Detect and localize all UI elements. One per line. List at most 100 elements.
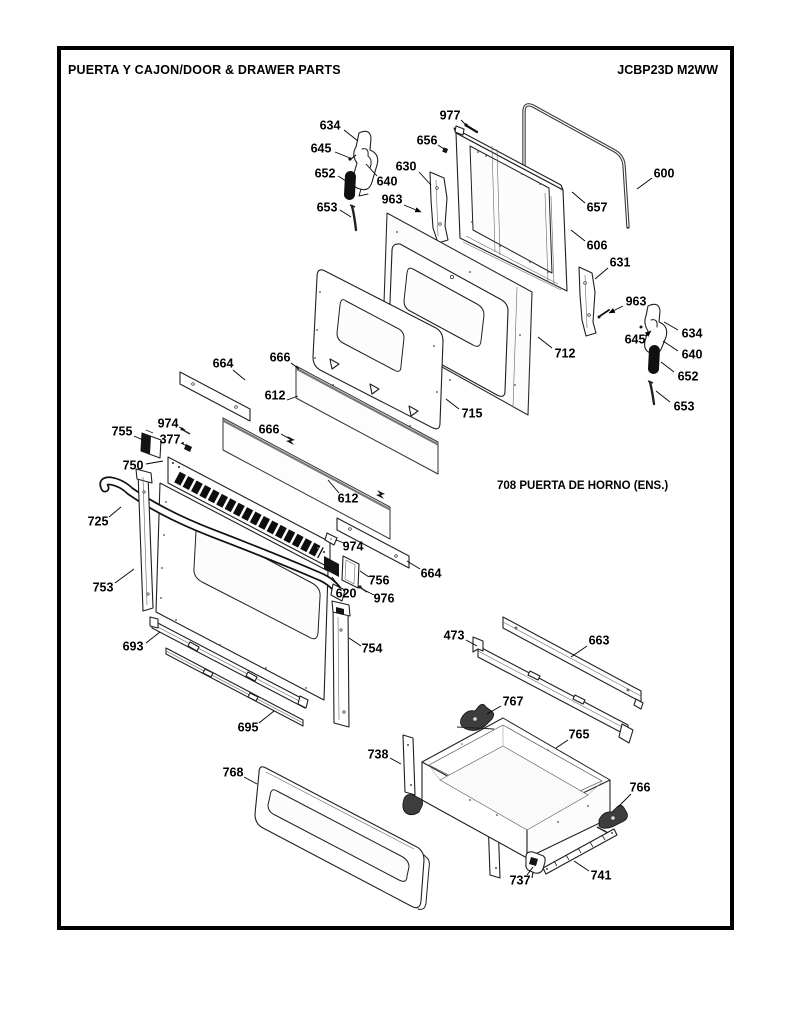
leader-line-715-20 [445,398,460,410]
part-label-666: 666 [270,350,291,364]
door-glass-612-lower-drawing [222,417,391,540]
drawer-rail-741-drawing [542,828,618,875]
part-label-634: 634 [682,326,703,340]
drawer-box-765-drawing [421,717,611,859]
leader-line-663-41 [570,645,588,658]
assembly-note: 708 PUERTA DE HORNO (ENS.) [497,480,669,492]
leader-line-737-47 [526,866,534,876]
leader-line-754-38 [348,637,362,647]
leader-line-695-39 [258,710,275,724]
leader-line-640-4 [365,163,378,177]
leader-line-741-48 [573,860,590,872]
leader-line-693-37 [145,631,161,644]
part-label-695: 695 [238,720,259,734]
bracket-974-right-drawing [324,532,338,546]
part-label-612: 612 [338,491,359,505]
part-label-657: 657 [587,200,608,214]
clamp-737-drawing [525,851,546,879]
part-label-653: 653 [674,399,695,413]
clamp-767-drawing [456,703,495,731]
door-glass-612-upper-drawing [295,365,439,475]
part-label-634: 634 [320,118,341,132]
screw-976-drawing [358,585,368,593]
hinge-arm-631-drawing [578,266,597,337]
leader-line-656-7 [437,144,445,150]
leader-line-712-19 [537,336,553,349]
part-label-767: 767 [503,694,524,708]
part-label-630: 630 [396,159,417,173]
part-label-640: 640 [377,174,398,188]
leader-line-606-11 [570,229,586,242]
leader-line-976-36 [365,590,375,596]
leader-line-974-26 [178,426,186,431]
leader-line-755-25 [133,435,144,441]
part-label-753: 753 [93,580,114,594]
part-label-737: 737 [510,873,531,887]
diagram-border [57,46,734,930]
part-label-963: 963 [382,192,403,206]
part-label-741: 741 [591,868,612,882]
part-label-473: 473 [444,628,465,642]
part-label-974: 974 [158,416,179,430]
leader-line-725-29 [108,506,122,518]
drawer-rail-473-drawing [472,636,634,744]
leader-line-657-10 [571,191,586,204]
drawer-front-768-drawing [254,766,430,910]
part-label-631: 631 [610,255,631,269]
leader-line-738-44 [389,757,402,765]
part-label-766: 766 [630,780,651,794]
leader-line-653-3 [339,209,352,218]
leader-line-377-27 [180,442,188,447]
bracket-755-drawing [140,429,162,459]
part-label-693: 693 [123,639,144,653]
leader-line-767-42 [486,705,502,715]
part-label-750: 750 [123,458,144,472]
plate-756-drawing [341,555,360,589]
leader-line-666-22 [290,362,300,370]
pad-652-left-drawing [344,171,356,200]
part-label-620: 620 [336,586,357,600]
leader-line-653-18 [655,390,671,403]
inner-door-panel-715-drawing [312,269,444,430]
part-label-756: 756 [369,573,390,587]
pad-652-right-drawing [648,345,660,374]
part-label-666: 666 [259,422,280,436]
part-label-755: 755 [112,424,133,438]
part-label-652: 652 [315,166,336,180]
leader-line-768-45 [243,776,258,785]
part-label-656: 656 [417,133,438,147]
leader-line-645-1 [334,151,351,159]
part-label-977: 977 [440,108,461,122]
part-label-754: 754 [362,641,383,655]
page-title: PUERTA Y CAJON/DOOR & DRAWER PARTS [68,63,341,77]
side-trim-753-drawing [135,468,154,612]
leader-line-612-31 [327,479,340,494]
screw-377-drawing [182,442,192,452]
drawer-rail-663-drawing [502,616,644,710]
leader-line-977-8 [460,119,469,128]
leader-line-765-43 [555,739,569,749]
screw-963-right-drawing [597,309,610,319]
leader-line-640-16 [662,340,679,352]
part-label-377: 377 [160,432,181,446]
door-frame-606-drawing [445,127,568,317]
leader-line-750-28 [145,460,164,465]
part-label-974: 974 [343,539,364,553]
leader-line-620-35 [331,576,341,589]
part-label-738: 738 [368,747,389,761]
part-label-768: 768 [223,765,244,779]
pin-653-right-drawing [647,380,656,406]
door-gasket-600-drawing [522,103,630,229]
clamp-766-drawing [596,804,628,834]
door-handle-725-drawing [99,476,346,602]
leader-line-634-14 [663,321,679,331]
part-label-600: 600 [654,166,675,180]
leader-line-766-46 [617,793,632,808]
leader-line-666-24 [280,433,291,440]
leader-line-652-2 [337,175,347,182]
screw-645-left-drawing [348,154,357,161]
leader-line-634-0 [343,129,359,142]
leader-line-630-5 [418,171,432,186]
part-label-664: 664 [421,566,442,580]
leader-line-756-34 [359,570,370,578]
